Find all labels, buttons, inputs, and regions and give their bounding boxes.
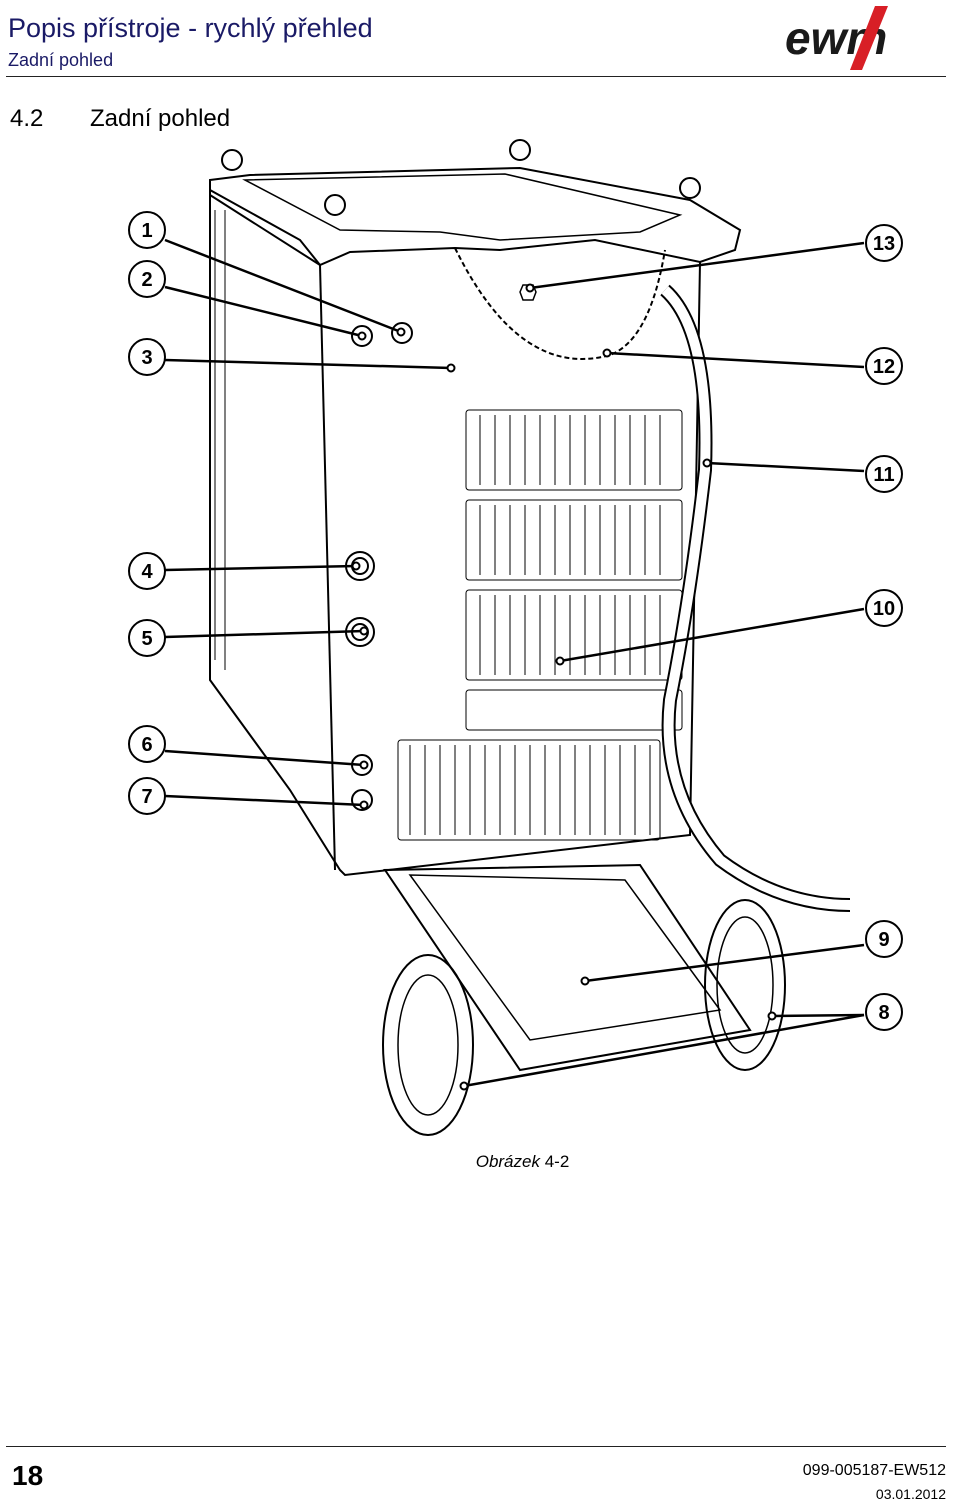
callout-8: 8 — [878, 1002, 889, 1024]
callout-7: 7 — [141, 786, 152, 808]
page-number: 18 — [12, 1460, 44, 1491]
section-title: Zadní pohled — [90, 105, 231, 132]
callout-dots — [351, 283, 777, 1091]
callout-leader-lines — [164, 238, 865, 1088]
caption-label: Obrázek — [475, 1152, 540, 1171]
figure-caption: Obrázek 4-2 — [0, 1152, 960, 1172]
callout-13: 13 — [873, 233, 895, 255]
logo-slash — [850, 6, 888, 70]
callout-1: 1 — [141, 220, 152, 242]
callout-6: 6 — [141, 734, 152, 756]
vent-grille — [397, 409, 683, 841]
footer-rule — [6, 1446, 946, 1447]
callout-4: 4 — [141, 561, 153, 583]
callout-5: 5 — [141, 628, 152, 650]
callout-2: 2 — [141, 269, 152, 291]
callout-10: 10 — [873, 598, 895, 620]
device-rear-view-figure: 1 2 3 4 5 6 7 8 9 10 11 12 13 — [128, 139, 903, 1136]
section-heading: 4.2 Zadní pohled — [10, 104, 230, 134]
ewm-logo: ewm — [785, 6, 888, 70]
header-title: Popis přístroje - rychlý přehled — [8, 13, 373, 43]
document-date: 03.01.2012 — [875, 1486, 946, 1502]
callout-3: 3 — [141, 347, 152, 369]
callout-9: 9 — [878, 929, 889, 951]
section-number: 4.2 — [10, 105, 44, 132]
header-rule — [6, 76, 946, 77]
callout-labels: 1 2 3 4 5 6 7 8 9 10 11 12 13 — [141, 220, 895, 1024]
callout-11: 11 — [873, 464, 894, 486]
caption-number: 4-2 — [544, 1152, 570, 1171]
welding-machine-drawing — [209, 139, 851, 1136]
header-subtitle: Zadní pohled — [8, 50, 114, 70]
callout-circles — [128, 211, 903, 1031]
callout-12: 12 — [873, 356, 895, 378]
document-number: 099-005187-EW512 — [802, 1462, 946, 1479]
